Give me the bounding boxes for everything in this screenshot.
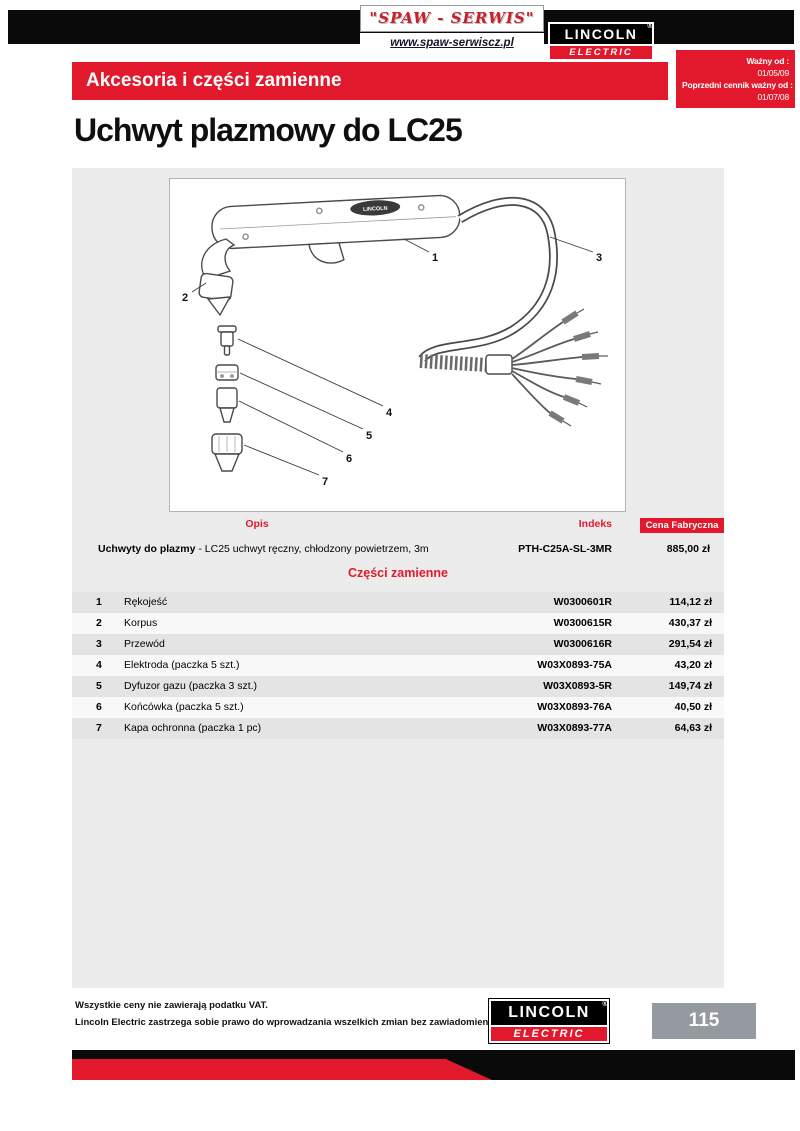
torch-head xyxy=(198,238,236,317)
row-price: 430,37 zł xyxy=(668,617,712,629)
lincoln-electric-logo-header: LINCOLN® ELECTRIC xyxy=(548,22,654,61)
callout-7: 7 xyxy=(322,476,328,488)
main-item-detail: - LC25 uchwyt ręczny, chłodzony powietrz… xyxy=(195,543,429,555)
row-index: W0300615R xyxy=(553,617,612,629)
content-panel: LINCOLN xyxy=(72,168,724,988)
price-validity-box: Ważny od : 01/05/09 Poprzedni cennik waż… xyxy=(676,50,795,108)
column-header-cena: Cena Fabryczna xyxy=(640,518,724,533)
row-price: 291,54 zł xyxy=(668,638,712,650)
previous-pricelist-date: 01/07/08 xyxy=(757,92,790,102)
spare-parts-title: Części zamienne xyxy=(347,566,449,580)
previous-pricelist-label: Poprzedni cennik ważny od : xyxy=(682,80,793,90)
handle-brand-label: LINCOLN xyxy=(363,206,388,213)
row-index: W03X0893-5R xyxy=(543,680,612,692)
callout-numbers: 1 2 3 4 5 6 7 xyxy=(182,252,602,488)
callout-3: 3 xyxy=(596,252,602,264)
table-row: 3 Przewód W0300616R 291,54 zł xyxy=(72,634,724,655)
diagram-box: LINCOLN xyxy=(169,178,626,512)
row-number: 1 xyxy=(96,596,102,608)
plasma-torch-diagram: LINCOLN xyxy=(182,194,608,488)
column-header-opis: Opis xyxy=(245,518,269,530)
site-url-link[interactable]: www.spaw-serwiscz.pl xyxy=(360,33,544,53)
column-header-indeks: Indeks xyxy=(578,518,612,530)
electrode-part xyxy=(217,325,237,356)
page-title: Uchwyt plazmowy do LC25 xyxy=(74,112,463,148)
lincoln-wordmark: LINCOLN® xyxy=(550,23,654,44)
callout-2: 2 xyxy=(182,292,188,304)
electric-wordmark: ELECTRIC xyxy=(550,46,652,59)
row-number: 5 xyxy=(96,680,102,692)
torch-handle: LINCOLN xyxy=(211,194,461,264)
row-index: W0300601R xyxy=(553,596,612,608)
row-number: 4 xyxy=(96,659,102,671)
bottom-bar xyxy=(72,1050,795,1080)
valid-from-date: 01/05/09 xyxy=(757,68,790,78)
callout-6: 6 xyxy=(346,453,352,465)
row-index: W03X0893-75A xyxy=(537,659,612,671)
row-description: Kapa ochronna (paczka 1 pc) xyxy=(124,722,262,734)
row-description: Rękojeść xyxy=(124,596,168,608)
connector-lugs xyxy=(548,310,600,424)
row-price: 149,74 zł xyxy=(668,680,712,692)
registered-mark: ® xyxy=(602,1001,609,1008)
row-index: W03X0893-76A xyxy=(537,701,612,713)
row-number: 3 xyxy=(96,638,102,650)
table-row: 4 Elektroda (paczka 5 szt.) W03X0893-75A… xyxy=(72,655,724,676)
row-number: 7 xyxy=(96,722,102,734)
shield-cup-part xyxy=(211,433,243,472)
row-description: Przewód xyxy=(124,638,165,650)
page-number-badge: 115 xyxy=(652,1003,756,1039)
main-item-description: Uchwyty do plazmy - LC25 uchwyt ręczny, … xyxy=(98,540,429,559)
main-item-index: PTH-C25A-SL-3MR xyxy=(518,543,612,555)
disclaimer-note: Lincoln Electric zastrzega sobie prawo d… xyxy=(75,1017,499,1028)
strain-relief xyxy=(419,354,489,372)
torch-cable xyxy=(418,196,608,427)
row-price: 43,20 zł xyxy=(674,659,712,671)
table-row: 6 Końcówka (paczka 5 szt.) W03X0893-76A … xyxy=(72,697,724,718)
table-row: 2 Korpus W0300615R 430,37 zł xyxy=(72,613,724,634)
lincoln-wordmark: LINCOLN® xyxy=(491,1001,609,1025)
callout-lines xyxy=(191,236,594,476)
row-price: 40,50 zł xyxy=(674,701,712,713)
row-number: 2 xyxy=(96,617,102,629)
table-header: Opis Indeks Cena Fabryczna xyxy=(72,518,724,534)
row-price: 114,12 zł xyxy=(669,596,712,608)
row-price: 64,63 zł xyxy=(674,722,712,734)
connector-body xyxy=(485,354,513,375)
main-item-row: Uchwyty do plazmy - LC25 uchwyt ręczny, … xyxy=(72,540,724,559)
row-number: 6 xyxy=(96,701,102,713)
gas-diffuser-part xyxy=(215,364,239,381)
lincoln-electric-logo-footer: LINCOLN® ELECTRIC xyxy=(488,998,610,1044)
electric-wordmark: ELECTRIC xyxy=(491,1027,607,1041)
registered-mark: ® xyxy=(647,23,654,30)
spare-parts-table: 1 Rękojeść W0300601R 114,12 zł 2 Korpus … xyxy=(72,592,724,739)
valid-from-label: Ważny od : xyxy=(746,56,789,66)
callout-5: 5 xyxy=(366,430,372,442)
callout-1: 1 xyxy=(432,252,438,264)
section-banner: Akcesoria i części zamienne xyxy=(72,62,668,100)
row-description: Dyfuzor gazu (paczka 3 szt.) xyxy=(124,680,258,692)
row-index: W0300616R xyxy=(553,638,612,650)
table-row: 5 Dyfuzor gazu (paczka 3 szt.) W03X0893-… xyxy=(72,676,724,697)
row-description: Korpus xyxy=(124,617,158,629)
main-item-name: Uchwyty do plazmy xyxy=(98,543,196,555)
callout-4: 4 xyxy=(386,407,393,419)
trigger xyxy=(308,242,345,264)
bottom-red-stripe xyxy=(72,1059,492,1080)
vat-note: Wszystkie ceny nie zawierają podatku VAT… xyxy=(75,1000,268,1011)
row-description: Elektroda (paczka 5 szt.) xyxy=(124,659,240,671)
tip-part xyxy=(216,387,238,423)
row-index: W03X0893-77A xyxy=(537,722,612,734)
table-row: 1 Rękojeść W0300601R 114,12 zł xyxy=(72,592,724,613)
table-row: 7 Kapa ochronna (paczka 1 pc) W03X0893-7… xyxy=(72,718,724,739)
connector-pins xyxy=(562,308,608,427)
connector-wires xyxy=(511,321,583,414)
main-item-price: 885,00 zł xyxy=(666,543,710,555)
spaw-serwis-logo: "SPAW - SERWIS" xyxy=(360,5,544,32)
row-description: Końcówka (paczka 5 szt.) xyxy=(124,701,244,713)
